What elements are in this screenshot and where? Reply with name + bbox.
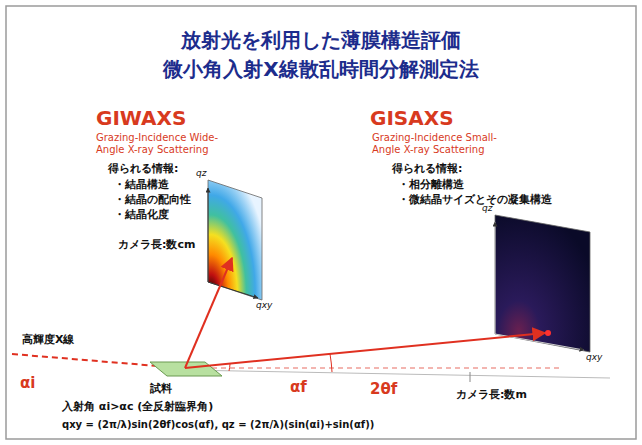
small-angle-beam <box>185 333 545 368</box>
qz-axis <box>495 222 496 334</box>
beam-extension <box>185 367 560 368</box>
camera-length: カメラ長:数m <box>456 388 527 401</box>
sample-label: 試料 <box>150 382 172 395</box>
tick <box>470 372 471 382</box>
saxs-detector <box>495 215 590 352</box>
info-heading: 得られる情報: <box>392 162 462 175</box>
angle-label: 2θf <box>370 380 397 398</box>
floor-line <box>185 370 610 378</box>
angle-arc <box>330 354 332 372</box>
info-item: ・結晶構造 <box>114 178 169 191</box>
angle-label: αf <box>290 378 307 396</box>
beam-label: 高輝度X線 <box>22 333 74 346</box>
info-heading: 得られる情報: <box>108 162 178 175</box>
qz-axis <box>208 188 209 282</box>
info-item: ・微結晶サイズとその凝集構造 <box>398 193 552 206</box>
beam-spot <box>545 330 551 336</box>
method-subtitle: Grazing-Incidence Wide-Angle X-ray Scatt… <box>96 132 246 156</box>
axis-label: qz <box>482 203 492 214</box>
camera-length: カメラ長:数cm <box>118 238 195 251</box>
incidence-note: 入射角 αi>αc (全反射臨界角) <box>62 400 213 413</box>
method-name: GISAXS <box>370 106 454 130</box>
info-item: ・結晶の配向性 <box>114 193 191 206</box>
info-item: ・結晶化度 <box>114 208 169 221</box>
waxs-detector <box>208 180 262 300</box>
info-item: ・相分離構造 <box>398 178 464 191</box>
axis-label: qxy <box>256 300 272 311</box>
axis-label: qxy <box>586 352 602 363</box>
wide-angle-beam <box>185 258 232 368</box>
slide-frame <box>6 6 636 439</box>
axis-label: qz <box>196 168 206 179</box>
angle-label: αi <box>20 374 35 392</box>
formula: qxy = (2π/λ)sin(2θf)cos(αf), qz = (2π/λ)… <box>62 419 374 431</box>
method-subtitle: Grazing-Incidence Small-Angle X-ray Scat… <box>372 132 522 156</box>
slide-title: 放射光を利用した薄膜構造評価 微小角入射X線散乱時間分解測定法 <box>140 26 502 84</box>
method-name: GIWAXS <box>96 106 186 130</box>
angle-arc <box>229 364 230 371</box>
